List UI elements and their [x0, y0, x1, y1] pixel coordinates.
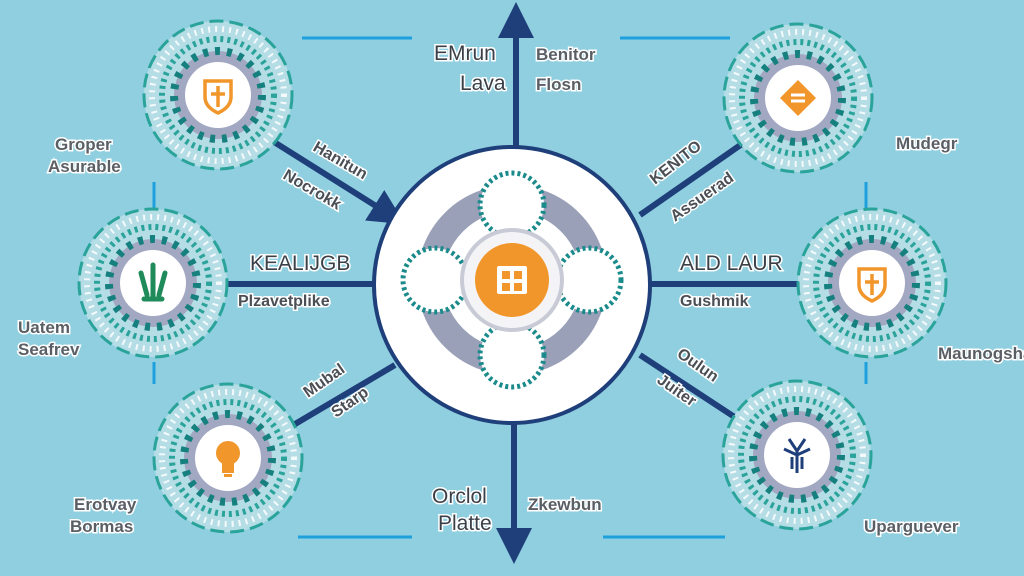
- node-2-label-1: Uatem: [18, 318, 70, 337]
- bottom-left-label-2: Platte: [438, 512, 492, 535]
- accent-lines: [152, 36, 868, 539]
- node-4-label-1: Mudegr: [896, 134, 958, 153]
- arrow-2-label-2: Plzavetplike: [238, 293, 330, 310]
- node-1-label-2: Asurable: [48, 157, 121, 176]
- node-1-label-1: Groper: [55, 135, 112, 154]
- bottom-right-label-1: Zkewbun: [528, 495, 602, 514]
- node-6[interactable]: [721, 379, 873, 531]
- node-3[interactable]: [152, 382, 304, 534]
- arrow-5-label-1: ALD LAUR: [680, 252, 783, 275]
- arrow-1-label-2: Nocrokk: [280, 167, 344, 214]
- top-right-label-1: Benitor: [536, 45, 596, 64]
- arrow-5-label-2: Gushmik: [680, 293, 749, 310]
- top-right-label-2: Flosn: [536, 75, 581, 94]
- bottom-left-label-1: Orclol: [432, 485, 487, 508]
- node-2-label-2: Seafrev: [18, 340, 80, 359]
- lever-icon: [138, 262, 168, 302]
- node-1[interactable]: [142, 19, 294, 171]
- node-3-label-2: Bormas: [70, 517, 133, 536]
- node-5[interactable]: [796, 207, 948, 359]
- top-left-label-2: Lava: [460, 72, 506, 95]
- node-3-label-1: Erotvay: [74, 495, 137, 514]
- arrow-2-label-1: KEALIJGB: [250, 252, 350, 275]
- grid-icon: [497, 266, 527, 294]
- node-5-label-1: Maunogsha: [938, 344, 1024, 363]
- node-2[interactable]: [77, 207, 229, 359]
- node-4[interactable]: [722, 22, 874, 174]
- shield-plus-icon: [203, 79, 233, 115]
- arrow-4-label-2: Assuerad: [668, 170, 737, 226]
- swap-arrows-icon: [780, 80, 816, 116]
- arrow-1-label-1: Hanitun: [310, 139, 370, 183]
- lightbulb-icon: [216, 441, 240, 477]
- node-6-label-1: Uparguever: [864, 517, 959, 536]
- shield-plus-icon: [857, 267, 887, 303]
- central-hub[interactable]: [372, 145, 652, 425]
- top-left-label-1: EMrun: [434, 42, 496, 65]
- tree-icon: [783, 438, 811, 473]
- arrow-4-label-1: KENITO: [647, 138, 705, 188]
